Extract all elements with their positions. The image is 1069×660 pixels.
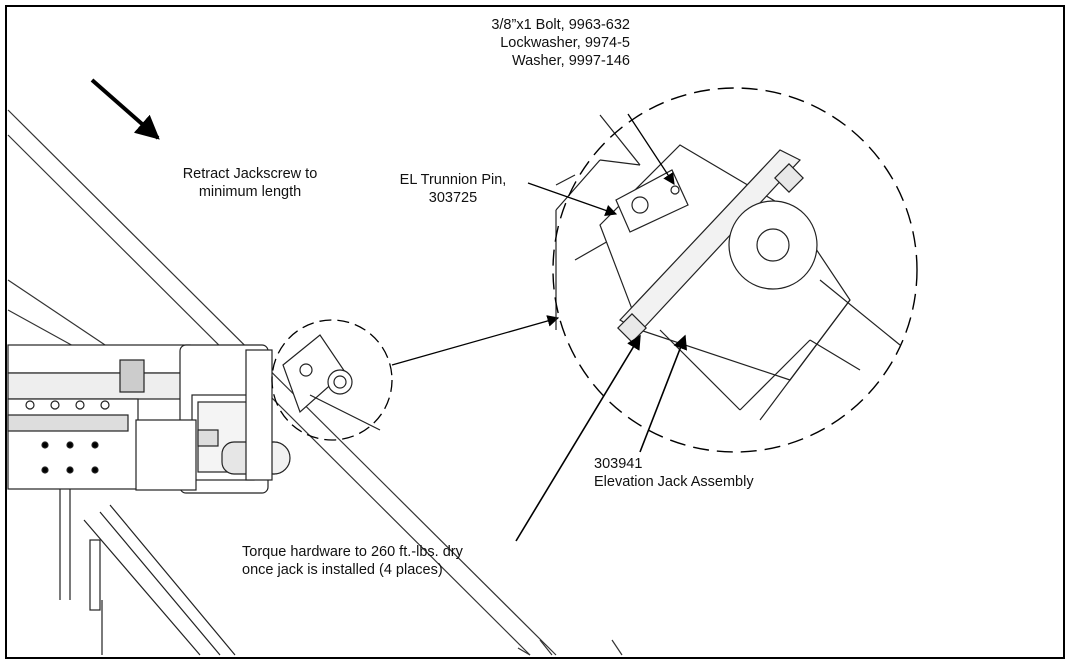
trunnion-leader <box>527 182 618 217</box>
bolt-callout: 3/8”x1 Bolt, 9963-632 Lockwasher, 9974-5… <box>420 16 630 70</box>
bolt-callout-line3: Washer, 9997-146 <box>512 53 630 69</box>
bolt-leader <box>627 113 675 185</box>
direction-arrow <box>90 78 160 140</box>
page-border <box>5 5 1065 659</box>
bolt-callout-line2: Lockwasher, 9974-5 <box>500 35 630 51</box>
detail-leader <box>391 315 560 366</box>
small-trunnion-detail <box>282 334 381 431</box>
retract-note-line1: Retract Jackscrew to <box>182 166 318 182</box>
jack-callout: 303941 Elevation Jack Assembly <box>594 455 834 491</box>
trunnion-callout: EL Trunnion Pin, 303725 <box>378 171 528 207</box>
trunnion-callout-line2: 303725 <box>428 190 478 206</box>
bolt-callout-line1: 3/8”x1 Bolt, 9963-632 <box>491 17 630 33</box>
jack-leader <box>639 334 688 453</box>
trunnion-callout-line1: EL Trunnion Pin, <box>399 172 507 188</box>
detail-circle-small <box>271 319 393 441</box>
torque-leader <box>515 334 641 542</box>
bottom-fragments <box>517 639 623 656</box>
torque-note-line1: Torque hardware to 260 ft.-lbs. dry <box>242 544 463 560</box>
mount-assembly <box>7 344 291 656</box>
torque-note: Torque hardware to 260 ft.-lbs. dry once… <box>242 543 532 579</box>
detail-circle-large <box>552 87 918 453</box>
jack-callout-line2: Elevation Jack Assembly <box>594 474 754 490</box>
retract-note-line2: minimum length <box>198 184 302 200</box>
detail-view-large <box>555 114 901 421</box>
torque-note-line2: once jack is installed (4 places) <box>242 562 443 578</box>
jack-callout-line1: 303941 <box>594 456 643 472</box>
retract-note: Retract Jackscrew to minimum length <box>150 165 350 201</box>
